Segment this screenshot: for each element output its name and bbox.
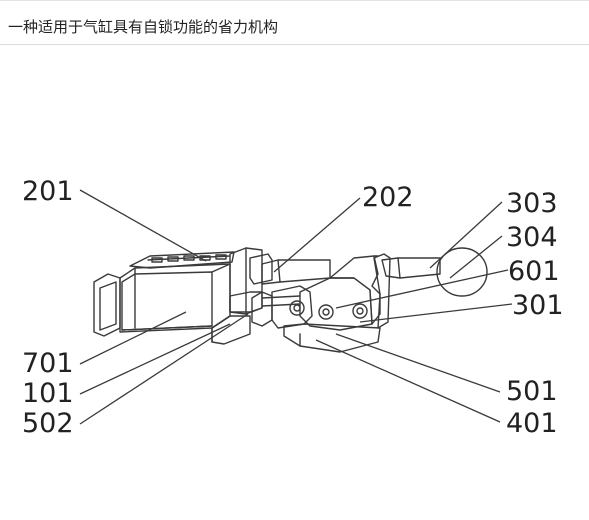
cylinder-body xyxy=(119,263,231,333)
base-plate xyxy=(211,315,251,345)
leader-lines xyxy=(79,189,513,425)
piston-rod xyxy=(229,291,301,313)
leader-304 xyxy=(449,235,503,279)
leader-601 xyxy=(335,269,509,309)
label-304: 304 xyxy=(506,222,558,253)
label-303: 303 xyxy=(506,188,558,219)
leader-202 xyxy=(273,197,361,273)
leader-401 xyxy=(315,339,501,423)
label-401: 401 xyxy=(506,408,558,439)
label-502: 502 xyxy=(22,408,74,439)
page-title: 一种适用于气缸具有自锁功能的省力机构 xyxy=(8,18,279,36)
top-guide-rail xyxy=(129,251,235,269)
cylinder-end-cap xyxy=(93,273,121,337)
top-divider xyxy=(0,0,589,1)
output-arm xyxy=(381,257,441,279)
mechanism-drawing: 201 202 303 304 601 301 701 101 502 501 … xyxy=(22,176,564,439)
page-header: 一种适用于气缸具有自锁功能的省力机构 xyxy=(0,1,589,45)
label-701: 701 xyxy=(22,348,74,379)
leader-502 xyxy=(79,313,249,425)
mechanism-linework xyxy=(93,247,488,353)
label-201: 201 xyxy=(22,176,74,207)
piston-connector xyxy=(229,247,331,315)
rod-end-fork xyxy=(251,285,313,329)
leader-303 xyxy=(429,201,503,269)
label-101: 101 xyxy=(22,378,74,409)
leader-101 xyxy=(79,323,231,395)
leader-301 xyxy=(359,303,513,323)
hinge-bracket xyxy=(329,253,391,329)
leader-501 xyxy=(335,333,501,393)
label-202: 202 xyxy=(362,182,414,213)
label-601: 601 xyxy=(508,256,560,287)
patent-figure: 201 202 303 304 601 301 701 101 502 501 … xyxy=(0,46,589,520)
callout-labels: 201 202 303 304 601 301 701 101 502 501 … xyxy=(22,176,564,439)
label-501: 501 xyxy=(506,376,558,407)
leader-701 xyxy=(79,311,187,365)
lever-plate xyxy=(283,323,381,353)
leader-201 xyxy=(79,189,207,262)
label-301: 301 xyxy=(512,290,564,321)
arm-end-disk xyxy=(436,247,488,297)
